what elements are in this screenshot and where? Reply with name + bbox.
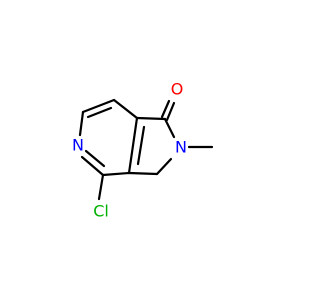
bond-c1-o-b <box>160 99 171 119</box>
structure-canvas: O N N Cl <box>72 79 214 221</box>
bond-lines <box>78 98 214 201</box>
bond-c1-n2 <box>163 117 176 139</box>
bond-c7a-c7 <box>112 98 139 120</box>
bond-c4-c3a <box>101 171 131 177</box>
bond-c4-cl <box>97 173 105 201</box>
bond-c7-c6-inner <box>86 106 113 119</box>
bond-c7-c6 <box>81 98 116 114</box>
amide-nitrogen-atom-label: N <box>175 138 187 157</box>
bond-n5-c4 <box>80 155 105 177</box>
bond-c7a-c1 <box>135 116 167 121</box>
bond-c1-o-a <box>165 101 176 122</box>
bond-n2-c3 <box>155 157 173 176</box>
oxygen-atom-label: O <box>171 80 184 99</box>
bond-c3a-c7a-inner <box>136 125 146 166</box>
bond-c3-c3a <box>127 171 159 176</box>
bond-n5-c4-inner <box>84 149 106 168</box>
molecule-drawing: O N N Cl <box>72 80 214 221</box>
chlorine-atom-label: Cl <box>93 202 109 221</box>
bond-c6-n5 <box>78 110 85 137</box>
bond-c3a-c7a <box>127 116 139 175</box>
ring-nitrogen-atom-label: N <box>72 136 84 155</box>
